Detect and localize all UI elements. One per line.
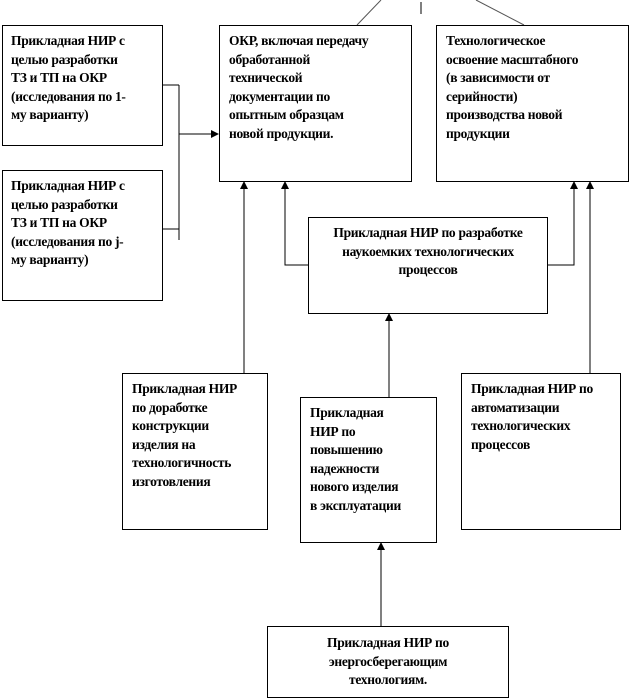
node-label: Прикладная НИР по повышению надежности н… — [310, 405, 401, 513]
node-label: Прикладная НИР по доработке конструкции … — [132, 381, 237, 489]
node-label: Прикладная НИР по энергосберегающим техн… — [327, 635, 449, 687]
node-nir-energy-saving: Прикладная НИР по энергосберегающим техн… — [267, 626, 509, 698]
node-nir-variant-j: Прикладная НИР с целью разработки ТЗ и Т… — [2, 170, 163, 301]
node-label: Прикладная НИР по автоматизации технолог… — [471, 381, 593, 452]
top-line-right — [475, 0, 525, 26]
node-nir-hightech-processes: Прикладная НИР по разработке наукоемких … — [308, 217, 548, 314]
node-label: Прикладная НИР по разработке наукоемких … — [333, 225, 523, 277]
node-label: Прикладная НИР с целью разработки ТЗ и Т… — [11, 178, 125, 267]
node-okr: ОКР, включая передачу обработанной техни… — [219, 25, 412, 182]
arrow-processes-to-tech — [548, 181, 578, 266]
node-label: Технологическое освоение масштабного (в … — [446, 33, 579, 141]
node-nir-variant-1: Прикладная НИР с целью разработки ТЗ и Т… — [2, 25, 163, 146]
node-label: Прикладная НИР с целью разработки ТЗ и Т… — [11, 33, 126, 122]
node-tech-mastering: Технологическое освоение масштабного (в … — [436, 25, 629, 182]
node-nir-automation: Прикладная НИР по автоматизации технолог… — [461, 373, 621, 530]
node-nir-design-improvement: Прикладная НИР по доработке конструкции … — [122, 373, 268, 530]
top-line-left — [356, 0, 382, 26]
node-nir-reliability: Прикладная НИР по повышению надежности н… — [300, 397, 437, 543]
node-label: ОКР, включая передачу обработанной техни… — [229, 33, 369, 141]
arrow-processes-to-okr — [281, 181, 308, 266]
